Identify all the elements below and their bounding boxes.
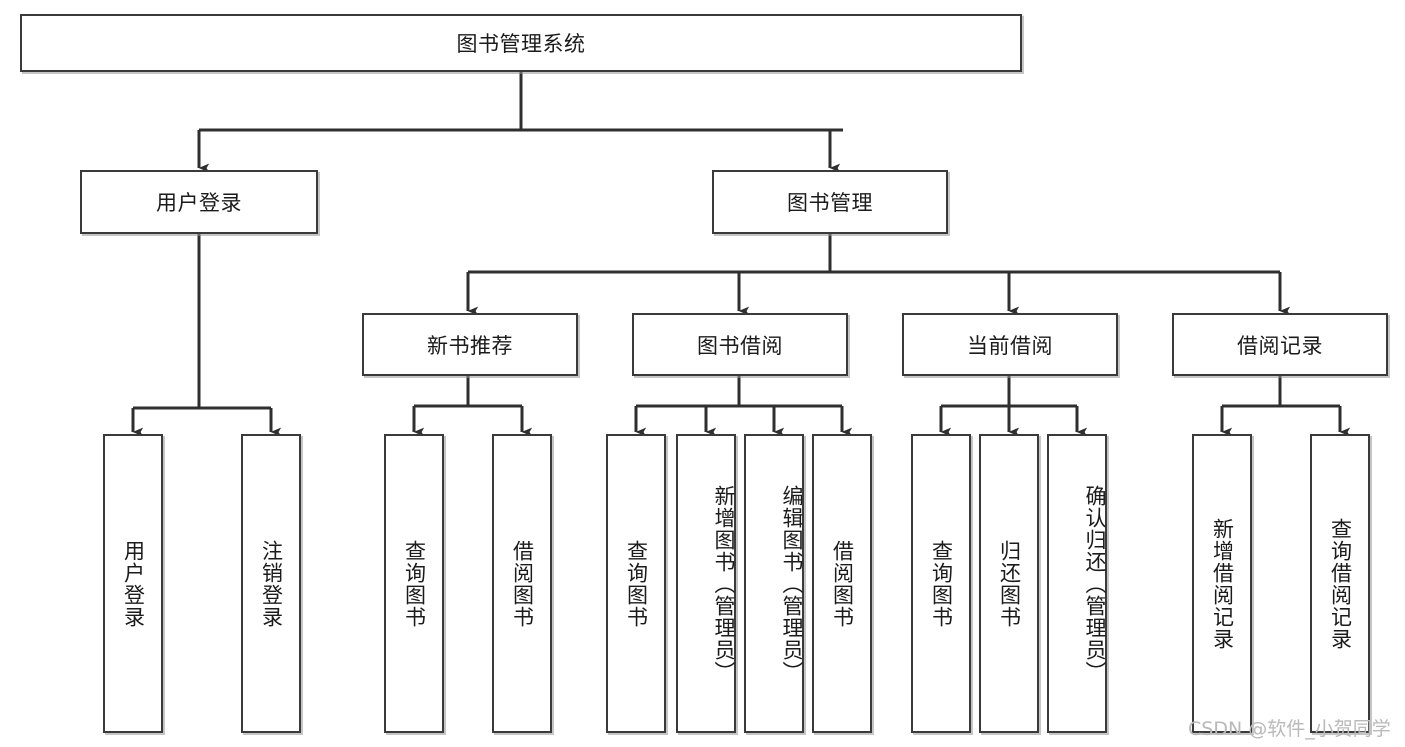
leaf-label: 编辑图书（管理员） (780, 484, 804, 683)
leaf-book-borrow-edit-book-admin[interactable]: 编辑图书（管理员） (744, 434, 804, 733)
leaf-new-book-borrow-book[interactable]: 借阅图书 (492, 434, 552, 733)
leaf-label: 用户登录 (121, 539, 146, 628)
node-root[interactable]: 图书管理系统 (20, 14, 1022, 72)
node-book-borrow-label: 图书借阅 (697, 333, 783, 358)
leaf-current-borrow-confirm-return-admin[interactable]: 确认归还（管理员） (1047, 434, 1107, 733)
node-user-login[interactable]: 用户登录 (80, 170, 318, 234)
leaf-user-login-logout[interactable]: 注销登录 (241, 434, 301, 733)
node-book-management[interactable]: 图书管理 (712, 170, 948, 234)
node-current-borrow-label: 当前借阅 (967, 333, 1053, 358)
leaf-label: 借阅图书 (510, 539, 535, 628)
leaf-book-borrow-borrow-book[interactable]: 借阅图书 (812, 434, 872, 733)
leaf-borrow-record-add-record[interactable]: 新增借阅记录 (1192, 434, 1252, 733)
leaf-current-borrow-return-book[interactable]: 归还图书 (979, 434, 1039, 733)
leaf-borrow-record-query-record[interactable]: 查询借阅记录 (1310, 434, 1370, 733)
node-borrow-record-label: 借阅记录 (1237, 333, 1323, 358)
node-book-borrow[interactable]: 图书借阅 (632, 313, 848, 376)
leaf-label: 查询图书 (624, 539, 649, 628)
node-root-label: 图书管理系统 (456, 32, 586, 56)
leaf-new-book-query-book[interactable]: 查询图书 (384, 434, 444, 733)
leaf-label: 归还图书 (997, 539, 1022, 628)
node-current-borrow[interactable]: 当前借阅 (902, 313, 1118, 376)
leaf-book-borrow-query-book[interactable]: 查询图书 (606, 434, 666, 733)
leaf-label: 查询图书 (402, 539, 427, 628)
node-new-book-recommend-label: 新书推荐 (427, 333, 513, 358)
node-borrow-record[interactable]: 借阅记录 (1172, 313, 1388, 376)
leaf-label: 新增借阅记录 (1210, 517, 1235, 650)
leaf-label: 新增图书（管理员） (712, 484, 736, 683)
leaf-user-login-login[interactable]: 用户登录 (103, 434, 163, 733)
leaf-label: 借阅图书 (830, 539, 855, 628)
leaf-label: 确认归还（管理员） (1083, 484, 1107, 683)
leaf-current-borrow-query-book[interactable]: 查询图书 (911, 434, 971, 733)
node-new-book-recommend[interactable]: 新书推荐 (362, 313, 578, 376)
leaf-book-borrow-add-book-admin[interactable]: 新增图书（管理员） (676, 434, 736, 733)
leaf-label: 注销登录 (259, 539, 284, 628)
node-user-login-label: 用户登录 (156, 191, 242, 215)
node-book-management-label: 图书管理 (787, 191, 873, 215)
leaf-label: 查询借阅记录 (1328, 517, 1353, 650)
leaf-label: 查询图书 (929, 539, 954, 628)
